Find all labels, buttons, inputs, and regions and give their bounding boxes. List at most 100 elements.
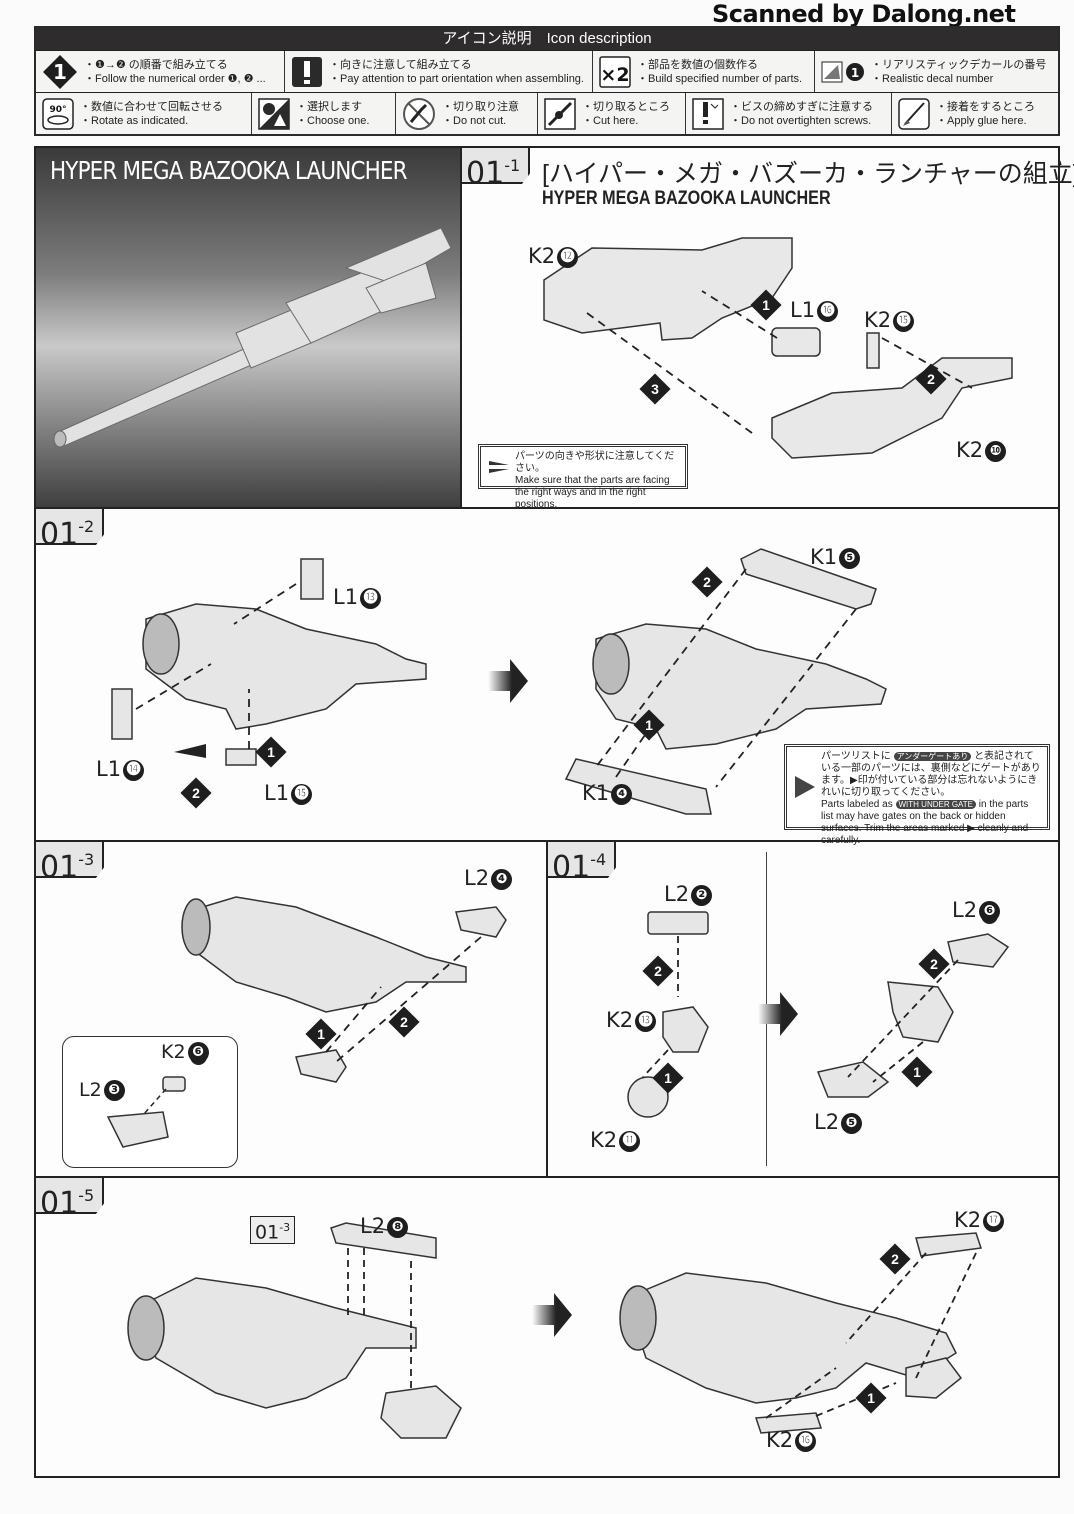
icon-jp: ・切り取り注意 (442, 100, 519, 113)
icon-item-order: 1 ・❶→❷ の順番で組み立てる・Follow the numerical or… (36, 51, 285, 92)
order-marker: 1 (750, 289, 782, 321)
runner-id: K1 (582, 781, 610, 805)
icon-item-do-not-cut: ・切り取り注意・Do not cut. (396, 93, 538, 134)
icon-item-rotate: 90° ・数値に合わせて回転させる・Rotate as indicated. (36, 93, 252, 134)
part-number: ⓰ (795, 1431, 817, 1452)
order-number: 1 (913, 1064, 921, 1080)
runner-id: K2 (956, 438, 984, 462)
step-number: 01 (466, 156, 505, 191)
choose-one-icon (258, 97, 290, 130)
numbered-diamond-icon: 1 (42, 54, 78, 90)
orientation-note: パーツの向きや形状に注意してください。 Make sure that the p… (478, 444, 688, 510)
icon-jp: ・ビスの締めすぎに注意する (730, 100, 873, 113)
next-arrow-icon (532, 1293, 572, 1337)
order-number: 1 (267, 744, 275, 760)
next-arrow-icon (758, 992, 798, 1036)
icon-jp: ・リアリスティックデカールの番号 (871, 58, 1047, 71)
runner-id: K2 (161, 1041, 186, 1063)
icon-en: ・Choose one. (296, 114, 370, 127)
note-jp: パーツリストに (821, 751, 891, 762)
order-marker: 2 (691, 566, 723, 598)
runner-id: K2 (590, 1128, 618, 1152)
icon-en: ・Cut here. (582, 114, 639, 127)
step-number-tab: 01-3 (36, 842, 105, 878)
order-number: 1 (762, 297, 770, 313)
icon-item-decal: 1 ・リアリスティックデカールの番号・Realistic decal numbe… (815, 51, 1058, 92)
part-number: ❻ (979, 901, 1001, 922)
runner-id: K2 (606, 1008, 634, 1032)
icon-en: ・Do not overtighten screws. (730, 114, 872, 127)
order-marker: 2 (388, 1006, 420, 1038)
part-number: ⓭ (635, 1011, 657, 1032)
runner-id: L2 (814, 1110, 840, 1134)
step-number: 01 (552, 850, 591, 885)
part-number: ❸ (103, 1080, 125, 1101)
hero-render: HYPER MEGA BAZOOKA LAUNCHER (36, 148, 462, 508)
runner-id: K2 (528, 244, 556, 268)
step-01-5-diagram-right (619, 1232, 982, 1434)
ref-step-number: 01 (255, 1221, 280, 1244)
step-sub-number: -4 (590, 850, 607, 869)
order-number: 2 (930, 956, 938, 972)
icon-jp: ・❶→❷ の順番で組み立てる (84, 58, 228, 71)
order-number: 1 (645, 717, 653, 733)
icon-jp: ・切り取るところ (582, 100, 670, 113)
order-marker: 3 (639, 373, 671, 405)
next-arrow-icon (488, 659, 528, 703)
order-marker: 1 (255, 736, 287, 768)
order-number: 3 (651, 381, 659, 397)
svg-text:1: 1 (851, 66, 859, 80)
runner-id: L1 (333, 585, 359, 609)
runner-id: L2 (360, 1214, 386, 1238)
part-number: ⓱ (983, 1211, 1005, 1232)
exclamation-icon (291, 56, 323, 88)
part-number: ⓮ (123, 760, 145, 781)
order-marker: 2 (915, 363, 947, 395)
callout-diagram (106, 1076, 186, 1148)
runner-id: L1 (790, 298, 816, 322)
screw-warning-icon (692, 97, 724, 130)
icon-en: ・Realistic decal number (871, 72, 994, 85)
reference-step-tab: 01-3 (250, 1216, 296, 1245)
icon-item-screws: ・ビスの締めすぎに注意する・Do not overtighten screws. (686, 93, 892, 134)
order-number: 2 (891, 1251, 899, 1267)
icon-en: ・Do not cut. (442, 114, 507, 127)
icon-jp: ・部品を数値の個数作る (637, 58, 758, 71)
step-01-3-diagram (181, 896, 507, 1083)
cut-here-icon (544, 97, 576, 130)
icon-jp: ・向きに注意して組み立てる (329, 58, 472, 71)
icon-jp: ・選択します (296, 100, 362, 113)
part-number: ❹ (611, 784, 633, 805)
do-not-cut-icon (402, 97, 436, 131)
icon-description-panel: アイコン説明 Icon description 1 ・❶→❷ の順番で組み立てる… (34, 26, 1060, 136)
order-marker: 2 (180, 777, 212, 809)
step-01-4-diagram-right (816, 933, 1010, 1098)
part-number: ❿ (985, 441, 1007, 462)
decal-icon: 1 (821, 59, 865, 85)
step-01-1: 01-1 [ハイパー・メガ・バズーカ・ランチャーの組立] HYPER MEGA … (462, 148, 1074, 510)
runner-id: K2 (766, 1428, 794, 1452)
step-01-4-diagram-left (627, 911, 709, 1118)
icon-item-glue: ・接着をするところ・Apply glue here. (892, 93, 1058, 134)
svg-text:1: 1 (53, 60, 67, 84)
under-gate-badge-jp: アンダーゲートあり (893, 752, 972, 761)
orientation-arrow-icon (489, 457, 509, 477)
part-number: ⓯ (893, 311, 915, 332)
part-number: ⓫ (619, 1131, 641, 1152)
step-number-tab: 01-5 (36, 1178, 105, 1214)
order-marker: 2 (918, 948, 950, 980)
icon-panel-title: アイコン説明 Icon description (442, 30, 652, 47)
icon-jp: ・接着をするところ (936, 100, 1035, 113)
step-sub-number: -2 (78, 517, 95, 536)
runner-id: L1 (96, 757, 122, 781)
divider (36, 507, 1058, 509)
